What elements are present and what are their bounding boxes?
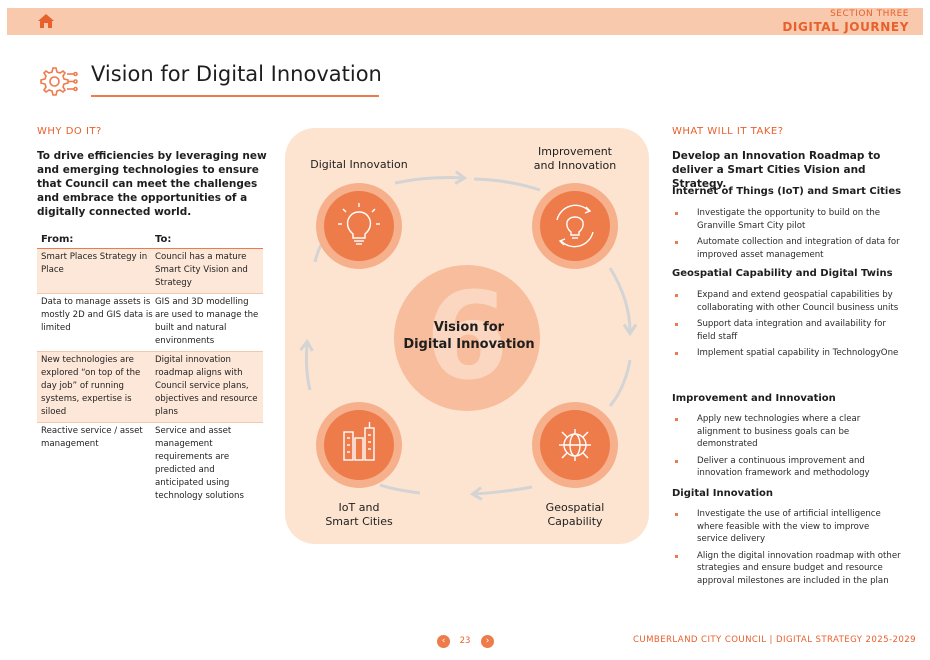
- list-item: Investigate the opportunity to build on …: [672, 207, 902, 232]
- innovation-gear-icon: [40, 67, 78, 96]
- header-bar: SECTION THREE DIGITAL JOURNEY: [7, 8, 923, 35]
- why-lead: To drive efficiencies by leveraging new …: [37, 150, 267, 218]
- to-cell: Digital innovation roadmap aligns with C…: [155, 355, 258, 417]
- group-title: Internet of Things (IoT) and Smart Citie…: [672, 186, 902, 197]
- group-title: Digital Innovation: [672, 488, 774, 499]
- node-geospatial-capability: [532, 402, 618, 488]
- page-title: Vision for Digital Innovation: [91, 62, 382, 86]
- list-item: Automate collection and integration of d…: [672, 236, 902, 261]
- title-underline: [91, 95, 379, 97]
- prev-page-button[interactable]: ‹: [437, 635, 450, 648]
- bullet-list: Expand and extend geospatial capabilitie…: [672, 289, 902, 364]
- next-page-button[interactable]: ›: [481, 635, 494, 648]
- node-label-line: Digital Innovation: [310, 158, 408, 171]
- node-iot-smart-cities: [316, 402, 402, 488]
- node-label-line: Capability: [547, 515, 603, 528]
- arrow-top: [394, 170, 468, 185]
- from-to-table: From: To: Smart Places Strategy in Place…: [37, 233, 263, 506]
- globe-network-icon: [559, 429, 591, 461]
- center-title-line2: Digital Innovation: [403, 337, 535, 352]
- list-item: Apply new technologies where a clear ali…: [672, 413, 902, 451]
- section-title: DIGITAL JOURNEY: [782, 20, 909, 34]
- node-label-improvement: Improvement and Innovation: [516, 145, 634, 173]
- node-label-line: Geospatial: [545, 501, 605, 514]
- bullet-list: Investigate the opportunity to build on …: [672, 207, 902, 265]
- arrow-bottom: [469, 485, 533, 501]
- page-number: 23: [459, 636, 471, 646]
- center-circle: 6: [394, 265, 540, 411]
- arc-right-lower: [608, 359, 632, 407]
- node-improvement-innovation: [532, 183, 618, 269]
- col-from: From:: [41, 234, 74, 245]
- why-heading: WHY DO IT?: [37, 126, 102, 137]
- list-item: Investigate the use of artificial intell…: [672, 508, 902, 546]
- node-label-line: IoT and: [338, 501, 380, 514]
- list-item: Implement spatial capability in Technolo…: [672, 347, 902, 360]
- list-item: Expand and extend geospatial capabilitie…: [672, 289, 902, 314]
- arc-bottom-left: [379, 483, 421, 495]
- node-label-line: Improvement: [538, 145, 612, 158]
- from-cell: Reactive service / asset management: [41, 426, 143, 449]
- node-label-line: Smart Cities: [325, 515, 393, 528]
- bullet-list: Apply new technologies where a clear ali…: [672, 413, 902, 484]
- table-header: From: To:: [37, 233, 263, 249]
- group-title: Improvement and Innovation: [672, 393, 836, 404]
- arc-top-right: [473, 177, 541, 192]
- list-item: Align the digital innovation roadmap wit…: [672, 550, 902, 588]
- table-row: New technologies are explored “on top of…: [37, 352, 263, 423]
- arrow-left: [299, 338, 314, 391]
- from-cell: Smart Places Strategy in Place: [41, 252, 148, 275]
- table-row: Reactive service / asset management Serv…: [37, 423, 263, 506]
- section-label: SECTION THREE DIGITAL JOURNEY: [782, 9, 909, 34]
- node-label-digital-innovation: Digital Innovation: [300, 158, 418, 172]
- node-label-iot: IoT and Smart Cities: [300, 501, 418, 529]
- to-cell: Service and asset management requirement…: [155, 426, 244, 501]
- center-number: 6: [425, 268, 509, 407]
- node-label-line: and Innovation: [533, 159, 617, 172]
- center-title: Vision for Digital Innovation: [394, 319, 544, 353]
- group-title: Geospatial Capability and Digital Twins: [672, 268, 893, 279]
- from-cell: Data to manage assets is mostly 2D and G…: [41, 297, 153, 333]
- center-title-line1: Vision for: [433, 320, 505, 335]
- to-cell: GIS and 3D modelling are used to manage …: [155, 297, 259, 346]
- idea-cycle-icon: [556, 204, 594, 248]
- col-to: To:: [155, 234, 172, 245]
- table-row: Data to manage assets is mostly 2D and G…: [37, 294, 263, 352]
- bullet-list: Investigate the use of artificial intell…: [672, 508, 902, 591]
- city-buildings-icon: [343, 422, 375, 461]
- arrow-right: [608, 267, 638, 337]
- what-lead: Develop an Innovation Roadmap to deliver…: [672, 150, 881, 190]
- to-cell: Council has a mature Smart City Vision a…: [155, 252, 248, 288]
- from-cell: New technologies are explored “on top of…: [41, 355, 141, 417]
- what-heading: WHAT WILL IT TAKE?: [672, 126, 784, 137]
- section-number: SECTION THREE: [830, 9, 909, 19]
- footer-text: CUMBERLAND CITY COUNCIL | DIGITAL STRATE…: [633, 635, 916, 645]
- node-digital-innovation: [316, 183, 402, 269]
- lightbulb-icon: [338, 203, 380, 245]
- node-label-geospatial: Geospatial Capability: [516, 501, 634, 529]
- table-row: Smart Places Strategy in Place Council h…: [37, 249, 263, 294]
- list-item: Deliver a continuous improvement and inn…: [672, 455, 902, 480]
- home-icon[interactable]: [37, 13, 55, 29]
- list-item: Support data integration and availabilit…: [672, 318, 902, 343]
